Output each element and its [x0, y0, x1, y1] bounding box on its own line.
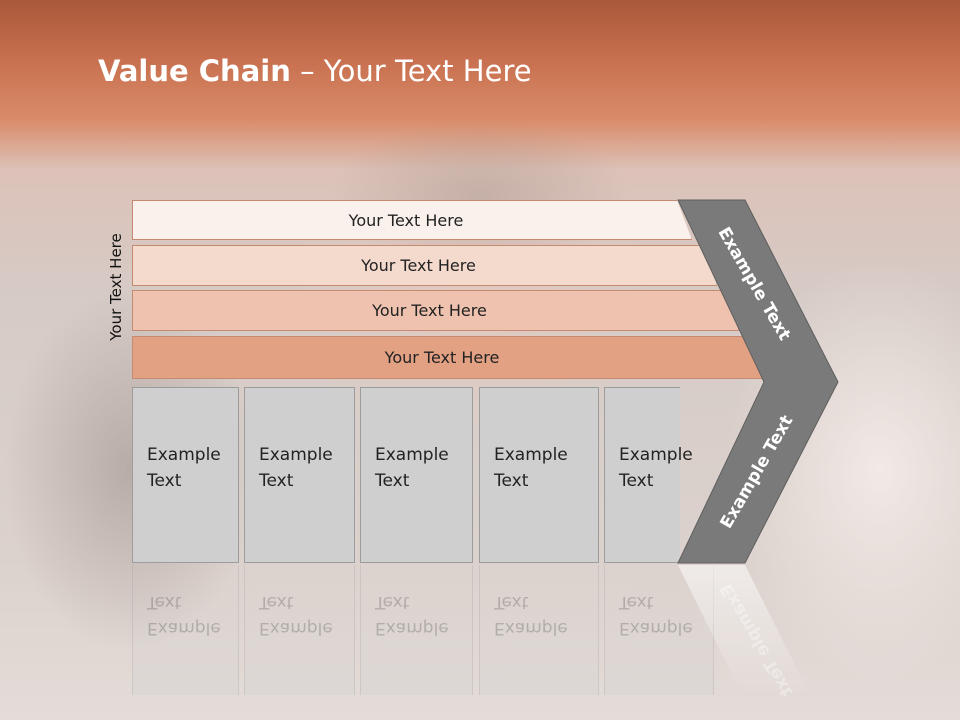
band-4-label: Your Text Here: [384, 348, 500, 367]
box-5-reflection: Example Text: [604, 565, 714, 695]
box-2-reflection-line1: Example: [259, 618, 333, 638]
box-3-line1: Example: [375, 445, 449, 465]
box-4-reflection-line2: Text: [494, 592, 529, 612]
box-2-line1: Example: [259, 445, 333, 465]
title-bold: Value Chain: [98, 54, 291, 88]
activity-box-5: Example Text: [604, 387, 693, 563]
band-1: Your Text Here: [132, 200, 692, 240]
box-2-reflection: Example Text: [244, 565, 355, 695]
box-4-line2: Text: [494, 471, 529, 491]
box-1-reflection: Example Text: [132, 565, 239, 695]
box-3-line2: Text: [375, 471, 410, 491]
box-2-reflection-line2: Text: [259, 592, 294, 612]
box-5-line1: Example: [619, 445, 693, 465]
title-rest: – Your Text Here: [290, 54, 532, 88]
box-1-line2: Text: [147, 471, 182, 491]
box-4-line1: Example: [494, 445, 568, 465]
band-4: Your Text Here: [132, 336, 764, 379]
chevron-bottom-label-reflection: Example Text: [716, 579, 798, 701]
vertical-side-label: Your Text Here: [107, 233, 125, 341]
chevron-bottom-label: Example Text: [716, 411, 798, 533]
activity-box-3: Example Text: [360, 387, 473, 563]
box-4-reflection: Example Text: [479, 565, 599, 695]
box-1-reflection-line1: Example: [147, 618, 221, 638]
box-5-line2: Text: [619, 471, 654, 491]
activity-box-4: Example Text: [479, 387, 599, 563]
band-2-label: Your Text Here: [361, 256, 476, 275]
band-1-label: Your Text Here: [348, 210, 464, 230]
activity-box-2: Example Text: [244, 387, 355, 563]
box-2-line2: Text: [259, 471, 294, 491]
box-3-reflection-line1: Example: [375, 618, 449, 638]
box-3-reflection-line2: Text: [375, 592, 410, 612]
band-3-label: Your Text Here: [372, 301, 487, 320]
band-2: Your Text Here: [132, 245, 717, 286]
slide-title: Value Chain – Your Text Here: [98, 54, 532, 88]
band-3: Your Text Here: [132, 290, 739, 331]
box-5-reflection-line1: Example: [619, 618, 693, 638]
box-5-reflection-line2: Text: [619, 592, 654, 612]
box-4-reflection-line1: Example: [494, 618, 568, 638]
box-3-reflection: Example Text: [360, 565, 473, 695]
box-1-reflection-line2: Text: [147, 592, 182, 612]
box-1-line1: Example: [147, 445, 221, 465]
activity-box-1: Example Text: [132, 387, 239, 563]
